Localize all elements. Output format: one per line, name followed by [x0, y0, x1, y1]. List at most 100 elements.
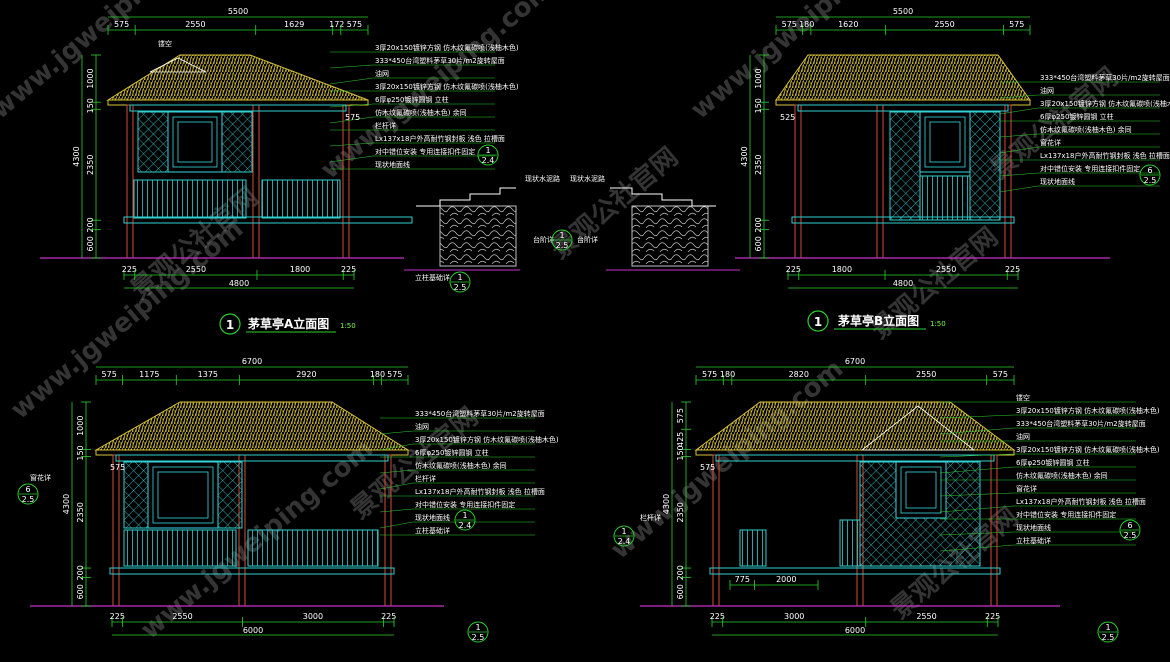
leader-line: [939, 414, 1015, 419]
bottom-total-label: 6000: [243, 626, 263, 635]
annotation-text: 对中错位安装 专用连接扣件固定: [415, 500, 515, 509]
title-bubble: [807, 310, 829, 332]
leader-line: [999, 94, 1039, 99]
roof-fascia: [775, 99, 1031, 106]
leader-line: [379, 521, 414, 529]
annotation-text: 对中错位安装 专用连接扣件固定: [375, 147, 475, 156]
bubble-sheet: 2.5: [556, 241, 569, 250]
detail-bubble: 12.5: [467, 621, 489, 643]
lattice-panel: [889, 111, 921, 221]
center-label: 台阶详: [577, 235, 598, 244]
bubble-number: 6: [1147, 166, 1152, 175]
height-dim-label: 1000: [76, 416, 85, 436]
title-number: 1: [814, 315, 822, 329]
annotation-text: 3厚20x150镀锌方钢 仿木纹氟碳喷(浅柚木色): [1016, 406, 1160, 415]
annotation-text: Lx137x18户外高耐竹钢封板 浅色 拉槽面: [1016, 497, 1146, 506]
detail-bubble: 12.5: [551, 229, 573, 251]
top-dim-label: 575: [993, 370, 1008, 379]
top-dim-label: 1375: [198, 370, 218, 379]
left-note: 窗花详: [30, 473, 51, 482]
thatch-roof: [694, 401, 1016, 451]
thatch-roof: [94, 401, 410, 451]
leader-line: [379, 508, 414, 513]
gable-vent: [860, 405, 976, 451]
window-fret-inner: [177, 121, 213, 163]
thatch-roof: [775, 54, 1031, 101]
bottom-dim-label: 2550: [916, 612, 936, 621]
bubble-sheet: 2.5: [454, 283, 467, 292]
top-dim-label: 2920: [296, 370, 316, 379]
height-dim-label: 2350: [86, 155, 95, 175]
window-fret: [900, 466, 942, 514]
bottom-dim-label: 2550: [172, 612, 192, 621]
leader-line: [999, 107, 1039, 115]
view-title: 茅草亭B立面图: [838, 313, 919, 328]
roof-fascia: [107, 99, 369, 106]
bottom-total-label: 4800: [229, 279, 249, 288]
height-dim-label: 200: [676, 565, 685, 580]
center-label: 现状水泥路: [525, 174, 560, 183]
lattice-panel: [137, 111, 169, 173]
bubble-sheet: 2.4: [482, 156, 495, 165]
bubble-circle: [467, 621, 489, 643]
bubble-number: 6: [25, 485, 30, 494]
top-beam: [715, 454, 995, 462]
bubble-sheet: 2.5: [1124, 531, 1137, 540]
height-dim-label: 1000: [754, 68, 763, 88]
top-dim-label: 2550: [934, 20, 954, 29]
bubble-number: 1: [485, 146, 490, 155]
annotation-text: 6厚φ250镀锌圆钢 立柱: [1016, 458, 1090, 467]
bottom-dim-label: 225: [341, 265, 356, 274]
height-dim-label: 2350: [676, 502, 685, 522]
bubble-circle: [1119, 519, 1141, 541]
leader-line: [999, 146, 1039, 154]
annotation-text: 3厚20x150镀锌方钢 仿木纹氟碳喷(浅柚木色): [375, 82, 519, 91]
top-total-label: 5500: [893, 7, 913, 16]
base-note: 立柱基础详: [415, 273, 450, 282]
railing: [261, 179, 341, 219]
view-scale: 1:50: [930, 320, 946, 328]
annotation-text: 立柱基础详: [415, 526, 450, 535]
bubble-circle: [449, 271, 471, 293]
leader-line: [939, 427, 1015, 435]
top-dim-label: 575: [102, 370, 117, 379]
bottom-total-label: 6000: [845, 626, 865, 635]
bubble-circle: [613, 525, 635, 547]
top-beam: [797, 104, 1009, 112]
floor-deck: [123, 216, 413, 224]
top-dim-label: 2550: [916, 370, 936, 379]
bottom-dim-label: 225: [122, 265, 137, 274]
leader-line: [329, 142, 374, 147]
top-dim-label: 1175: [139, 370, 159, 379]
side-dim: 575: [345, 113, 360, 122]
leader-line: [999, 172, 1039, 177]
annotation-text: Lx137x18户外高耐竹钢封板 浅色 拉槽面: [375, 134, 505, 143]
railing: [919, 175, 971, 221]
top-dim-label: 2550: [185, 20, 205, 29]
annotation-text: 6厚φ250镀锌圆钢 立柱: [1040, 112, 1114, 121]
detail-bubble: 12.4: [454, 509, 476, 531]
annotation-text: 3厚20x150镀锌方钢 仿木纹氟碳喷(浅柚木色): [1040, 99, 1170, 108]
inner-dim-label: 2000: [776, 575, 796, 584]
height-total-label: 4300: [662, 494, 671, 514]
detail-bubble: 62.5: [1119, 519, 1141, 541]
leader-line: [999, 185, 1039, 193]
leader-line: [329, 77, 374, 85]
bubble-sheet: 2.4: [459, 521, 472, 530]
bubble-sheet: 2.5: [22, 495, 35, 504]
top-dim-label: 180: [799, 20, 814, 29]
annotation-text: 现状地面线: [375, 160, 410, 169]
bubble-sheet: 2.5: [472, 633, 485, 642]
top-dim-label: 2820: [789, 370, 809, 379]
leader-line: [939, 505, 1015, 513]
railing: [839, 519, 861, 567]
bottom-total-label: 4800: [893, 279, 913, 288]
bubble-circle: [454, 509, 476, 531]
annotation-text: 6厚φ250镀锌圆钢 立柱: [375, 95, 449, 104]
window-fret-inner: [929, 121, 961, 163]
height-dim-label: 600: [754, 236, 763, 251]
annotation-text: 6厚φ250镀锌圆钢 立柱: [415, 448, 489, 457]
lattice-panel: [969, 111, 1001, 221]
